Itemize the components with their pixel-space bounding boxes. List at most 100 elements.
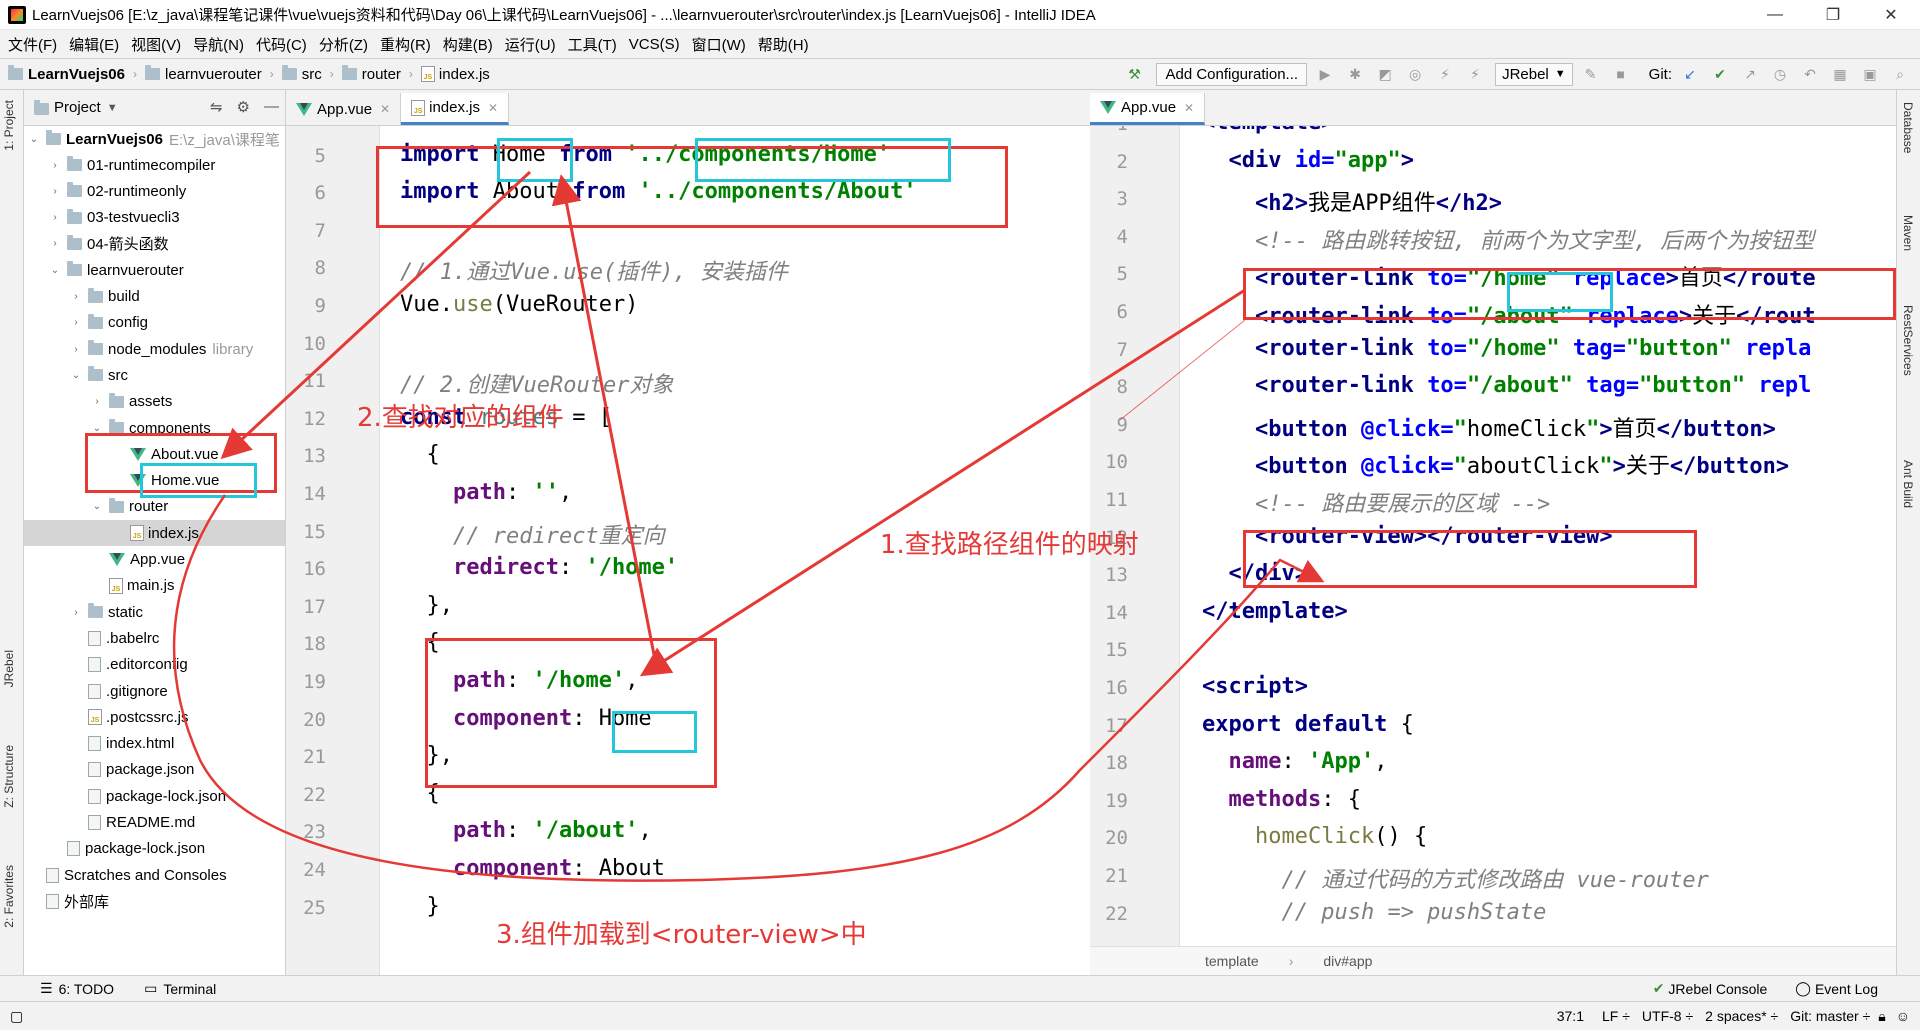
menu-item[interactable]: 运行(U) xyxy=(504,36,556,54)
tab-rest-services[interactable]: RestServices xyxy=(1901,305,1915,376)
editor-tab[interactable]: App.vue✕ xyxy=(286,93,402,125)
tree-item[interactable]: 外部库 xyxy=(24,888,285,914)
chevron-down-icon[interactable]: ⌄ xyxy=(29,133,39,145)
chevron-right-icon[interactable]: › xyxy=(74,343,78,355)
tree-item[interactable]: About.vue xyxy=(24,441,285,467)
tree-item[interactable]: ›01-runtimecompiler xyxy=(24,152,285,178)
tree-item[interactable]: App.vue xyxy=(24,547,285,573)
git-update-icon[interactable]: ↙ xyxy=(1684,65,1696,82)
maximize-button[interactable]: ❐ xyxy=(1825,7,1841,24)
inspector-icon[interactable]: ☺ xyxy=(1895,1008,1910,1024)
tree-item[interactable]: ›04-箭头函数 xyxy=(24,231,285,257)
gear-icon[interactable]: ⚙ xyxy=(236,99,250,116)
minimize-button[interactable]: — xyxy=(1767,6,1783,23)
close-tab-icon[interactable]: ✕ xyxy=(380,102,391,116)
tree-item[interactable]: package.json xyxy=(24,757,285,783)
chevron-down-icon[interactable]: ⌄ xyxy=(50,264,60,276)
status-icon[interactable]: ▢ xyxy=(10,1007,24,1024)
breadcrumb-src[interactable]: src xyxy=(301,65,322,83)
hide-icon[interactable]: — xyxy=(264,98,279,115)
tree-item[interactable]: ›03-testvuecli3 xyxy=(24,205,285,231)
tab-todo[interactable]: 6: TODO xyxy=(58,980,115,997)
tree-item[interactable]: ⌄router xyxy=(24,494,285,520)
chevron-down-icon[interactable]: ▼ xyxy=(106,101,118,114)
add-configuration-button[interactable]: Add Configuration... xyxy=(1156,62,1308,86)
breadcrumb-file[interactable]: index.js xyxy=(438,65,490,83)
chevron-down-icon[interactable]: ⌄ xyxy=(92,501,102,513)
chevron-right-icon[interactable]: › xyxy=(95,396,99,408)
menu-item[interactable]: 重构(R) xyxy=(379,36,431,54)
tree-item[interactable]: ›build xyxy=(24,284,285,310)
coverage-icon[interactable]: ◩ xyxy=(1378,65,1392,82)
tab-database[interactable]: Database xyxy=(1901,102,1915,154)
tree-item[interactable]: README.md xyxy=(24,810,285,836)
stop-icon[interactable]: ■ xyxy=(1616,66,1625,82)
tree-item[interactable]: package-lock.json xyxy=(24,836,285,862)
chevron-right-icon[interactable]: › xyxy=(53,159,57,171)
tab-ant-build[interactable]: Ant Build xyxy=(1901,460,1915,509)
sdk-icon[interactable]: ▣ xyxy=(1863,65,1877,82)
editor-tab[interactable]: App.vue✕ xyxy=(1090,93,1206,125)
chevron-right-icon[interactable]: › xyxy=(53,185,57,197)
tree-item[interactable]: package-lock.json xyxy=(24,783,285,809)
git-history-icon[interactable]: ◷ xyxy=(1773,65,1787,82)
jrebel-run-icon[interactable]: ⚡ xyxy=(1440,65,1450,82)
tree-item[interactable]: ›02-runtimeonly xyxy=(24,178,285,204)
file-encoding[interactable]: UTF-8 ÷ xyxy=(1641,1008,1694,1024)
tab-project[interactable]: 1: Project xyxy=(2,100,16,151)
tab-structure[interactable]: Z: Structure xyxy=(2,745,16,808)
chevron-down-icon[interactable]: ⌄ xyxy=(92,422,102,434)
menu-item[interactable]: 工具(T) xyxy=(567,36,617,54)
lock-icon[interactable]: 🔒︎ xyxy=(1878,1007,1886,1024)
tree-item[interactable]: ›static xyxy=(24,599,285,625)
chevron-right-icon[interactable]: › xyxy=(74,606,78,618)
tab-jrebel[interactable]: JRebel xyxy=(2,650,16,688)
tab-terminal[interactable]: Terminal xyxy=(163,980,217,997)
menu-item[interactable]: 构建(B) xyxy=(442,36,493,54)
tree-item[interactable]: Scratches and Consoles xyxy=(24,862,285,888)
tab-favorites[interactable]: 2: Favorites xyxy=(2,865,16,928)
breadcrumb-module[interactable]: learnvuerouter xyxy=(165,65,262,83)
tree-root[interactable]: ⌄ LearnVuejs06 E:\z_java\课程笔 xyxy=(24,126,285,152)
menu-item[interactable]: 视图(V) xyxy=(131,36,182,54)
tree-item[interactable]: index.html xyxy=(24,731,285,757)
tree-item[interactable]: ⌄components xyxy=(24,415,285,441)
jrebel-sync-icon[interactable]: ✎ xyxy=(1584,65,1597,82)
chevron-down-icon[interactable]: ⌄ xyxy=(71,369,81,381)
chevron-right-icon[interactable]: › xyxy=(74,317,78,329)
tree-item[interactable]: .gitignore xyxy=(24,678,285,704)
breadcrumb-div-app[interactable]: div#app xyxy=(1323,953,1373,969)
menu-item[interactable]: 窗口(W) xyxy=(691,36,746,54)
breadcrumb-project[interactable]: LearnVuejs06 xyxy=(28,65,125,83)
line-separator[interactable]: LF ÷ xyxy=(1601,1008,1630,1024)
menu-item[interactable]: 导航(N) xyxy=(193,36,244,54)
tree-item[interactable]: ›config xyxy=(24,310,285,336)
menu-item[interactable]: 编辑(E) xyxy=(69,36,120,54)
caret-position[interactable]: 37:1 xyxy=(1556,1008,1584,1024)
profile-icon[interactable]: ◎ xyxy=(1408,65,1422,82)
close-button[interactable]: ✕ xyxy=(1884,7,1898,24)
close-tab-icon[interactable]: ✕ xyxy=(1184,100,1195,115)
menu-item[interactable]: 帮助(H) xyxy=(757,36,809,54)
build-hammer-icon[interactable]: ⚒ xyxy=(1128,65,1141,82)
project-structure-icon[interactable]: ▦ xyxy=(1833,65,1847,82)
tree-item[interactable]: JS.postcssrc.js xyxy=(24,704,285,730)
run-icon[interactable]: ▶ xyxy=(1319,65,1331,82)
tab-jrebel-console[interactable]: JRebel Console xyxy=(1668,980,1768,997)
chevron-right-icon[interactable]: › xyxy=(53,238,57,250)
jrebel-debug-icon[interactable]: ⚡ xyxy=(1470,65,1480,82)
collapse-all-icon[interactable]: ⇋ xyxy=(209,99,223,116)
jrebel-dropdown[interactable]: JRebel▼ xyxy=(1495,62,1573,86)
chevron-right-icon[interactable]: › xyxy=(53,212,57,224)
tree-item[interactable]: .editorconfig xyxy=(24,652,285,678)
close-tab-icon[interactable]: ✕ xyxy=(487,100,499,115)
search-icon[interactable]: ⌕ xyxy=(1896,65,1904,82)
breadcrumb-router[interactable]: router xyxy=(361,65,401,83)
tree-item[interactable]: ⌄learnvuerouter xyxy=(24,257,285,283)
tab-maven[interactable]: Maven xyxy=(1901,215,1915,252)
menu-item[interactable]: 代码(C) xyxy=(255,36,307,54)
menu-item[interactable]: 文件(F) xyxy=(8,36,58,54)
project-panel-title[interactable]: Project xyxy=(54,99,101,116)
